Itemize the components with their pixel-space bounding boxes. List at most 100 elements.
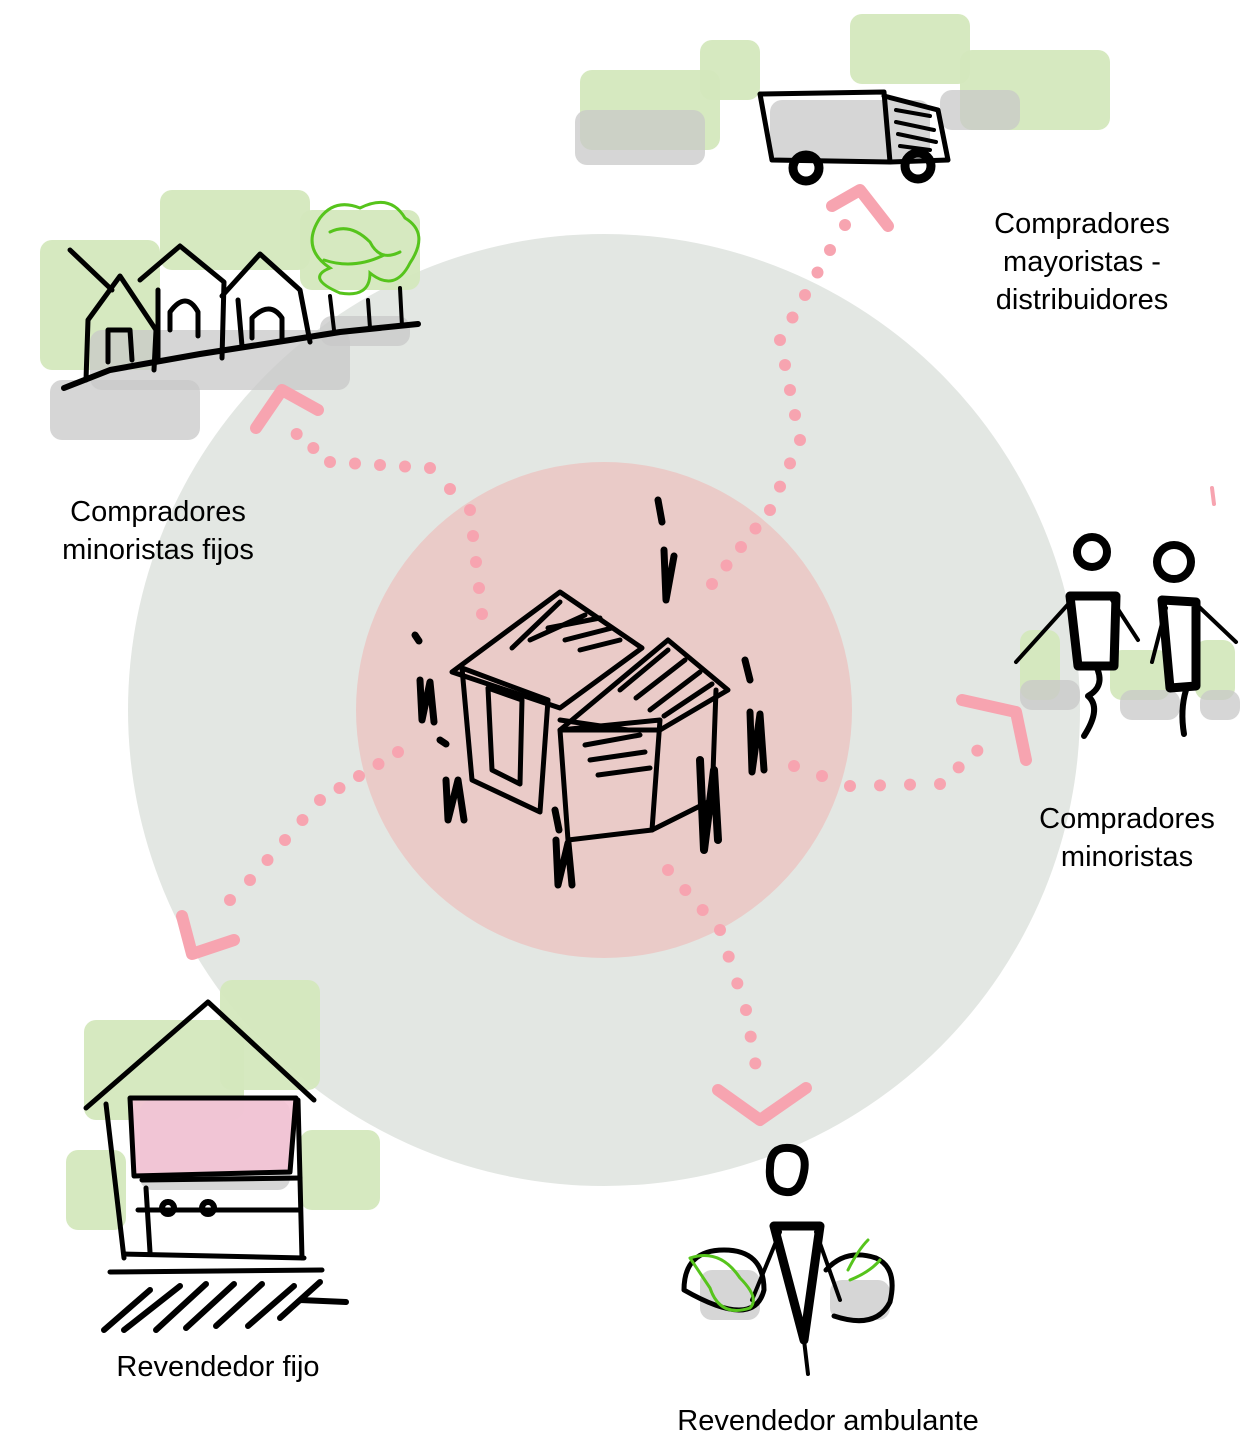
arrow-dot — [904, 778, 916, 791]
arrow-dot — [735, 541, 747, 553]
tree-icon — [310, 200, 421, 296]
arrow-dot — [740, 1004, 752, 1016]
arrow-dot — [952, 761, 965, 774]
arrow-dot — [470, 556, 482, 568]
label-street-reseller: Revendedor ambulante — [648, 1402, 1008, 1440]
arrow-dot — [314, 794, 326, 806]
label-line: Revendedor fijo — [116, 1351, 320, 1383]
arrow-dot — [706, 578, 718, 590]
flow-arrows — [176, 184, 1032, 1126]
market-building-with-people-icon — [411, 496, 768, 889]
arrow-dot — [296, 814, 309, 826]
label-fixed-retail-buyers: Compradores minoristas fijos — [38, 493, 278, 569]
arrow-dot — [784, 384, 796, 396]
arrow-dot — [244, 874, 256, 886]
arrow-dot — [307, 442, 320, 454]
shadow-blob — [575, 110, 705, 165]
arrow-dot — [473, 582, 485, 594]
shadow-blob — [1120, 690, 1180, 720]
arrow-head — [956, 694, 1032, 766]
arrow-dot — [424, 462, 436, 474]
label-retail-buyers: Compradores minoristas — [1022, 800, 1232, 876]
label-line: mayoristas - — [1003, 246, 1161, 278]
arrow-dot — [392, 746, 404, 758]
arrow-dot — [679, 884, 692, 896]
greenery-blob — [1195, 640, 1235, 700]
arrow-dot — [353, 770, 365, 782]
arrow-head — [250, 384, 324, 434]
arrow-dot — [774, 480, 786, 493]
arrow-dot — [749, 1057, 762, 1070]
arrow-dot — [444, 483, 456, 495]
arrow-dot — [261, 854, 274, 866]
label-fixed-reseller: Revendedor fijo — [88, 1348, 348, 1386]
arrow-dot — [799, 289, 811, 301]
arrow-dot — [333, 782, 346, 794]
greenery-blob — [700, 40, 760, 100]
arrow-dot — [696, 904, 709, 916]
arrow-dot — [290, 428, 303, 440]
two-people-icon — [1014, 486, 1238, 739]
arrow-dot — [774, 334, 786, 346]
arrow-dot — [824, 244, 836, 256]
arrow-dot — [764, 504, 776, 516]
label-line: Revendedor ambulante — [677, 1405, 979, 1437]
greenery-blob — [1110, 650, 1170, 700]
label-wholesale-buyers: Compradores mayoristas - distribuidores — [962, 205, 1202, 319]
shadow-blob — [770, 100, 930, 160]
awning-fill — [132, 1100, 296, 1176]
arrow-dot — [714, 924, 726, 936]
arrow-dot — [971, 744, 984, 757]
label-line: Compradores — [70, 496, 246, 528]
label-line: minoristas fijos — [62, 534, 254, 566]
arrow-dot — [789, 409, 801, 421]
arrow-dot — [467, 530, 479, 542]
arrow-dot — [720, 559, 733, 572]
arrow-dot — [784, 457, 796, 470]
arrow-dot — [844, 780, 856, 792]
greenery-blob — [300, 210, 420, 290]
arrow-dot — [349, 457, 361, 470]
label-line: Compradores — [994, 208, 1170, 240]
truck-icon — [757, 89, 951, 186]
arrow-head — [826, 184, 894, 232]
arrow-dot — [786, 311, 799, 324]
arrow-dot — [476, 608, 488, 620]
greenery-blob — [84, 1020, 244, 1120]
label-line: Compradores — [1039, 803, 1215, 835]
arrow-dot — [794, 434, 806, 446]
shadow-blob — [50, 380, 200, 440]
arrow-dot — [816, 770, 828, 782]
houses-icon — [61, 243, 421, 391]
arrow-dot — [731, 977, 744, 990]
arrow-dot — [779, 359, 791, 371]
arrow-dot — [279, 834, 291, 846]
shadow-blob — [940, 90, 1020, 130]
arrow-dot — [749, 522, 762, 535]
greenery-blob — [66, 1150, 126, 1230]
shop-stall-icon — [83, 999, 349, 1333]
arrow-dot — [722, 950, 735, 963]
arrow-dot — [324, 456, 336, 468]
street-vendor-with-baskets-icon — [681, 1143, 895, 1376]
arrow-dot — [399, 460, 411, 473]
arrow-head — [176, 910, 240, 960]
arrow-dot — [372, 758, 385, 770]
arrow-dot — [374, 459, 386, 471]
shadow-blob — [1020, 680, 1080, 710]
greenery-blob — [160, 190, 310, 270]
arrow-dot — [811, 266, 824, 279]
label-line: distribuidores — [995, 284, 1169, 316]
greenery-blob — [850, 14, 970, 84]
greenery-blobs — [40, 14, 1240, 1320]
arrow-dot — [662, 864, 674, 876]
label-line: minoristas — [1060, 841, 1194, 873]
shadow-blob — [830, 1280, 890, 1320]
arrow-dot — [788, 760, 800, 772]
greenery-blob — [300, 1130, 380, 1210]
shadow-blob — [1200, 690, 1240, 720]
arrow-dot — [934, 778, 946, 790]
greenery-blob — [220, 980, 320, 1090]
